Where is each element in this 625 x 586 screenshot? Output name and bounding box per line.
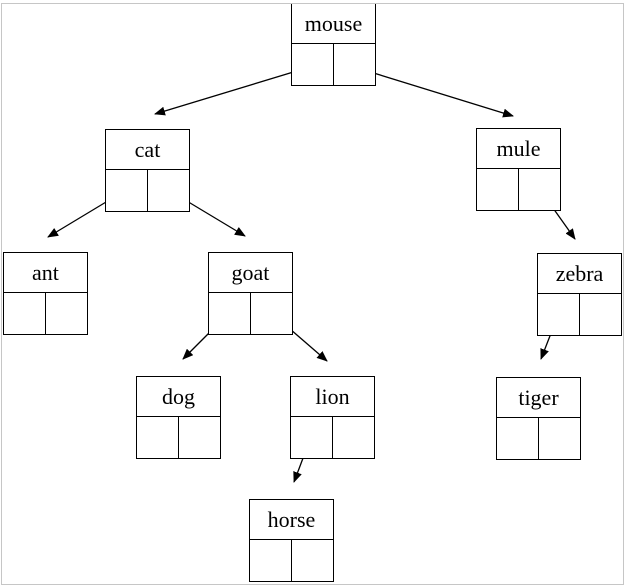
- edge-mouse-left-to-cat: [154, 65, 312, 116]
- node-label: zebra: [538, 254, 621, 294]
- node-label: cat: [106, 130, 189, 170]
- left-pointer-cell: [292, 44, 333, 85]
- tree-node-zebra: zebra: [537, 253, 622, 336]
- node-label: mule: [477, 129, 560, 169]
- tree-node-mule: mule: [476, 128, 561, 211]
- left-pointer-cell: [538, 294, 579, 335]
- page-border-frame: [1, 3, 624, 585]
- right-pointer-cell: [332, 417, 374, 458]
- right-pointer-cell: [250, 293, 292, 334]
- left-pointer-cell: [209, 293, 250, 334]
- tree-node-tiger: tiger: [496, 377, 581, 460]
- node-label: lion: [291, 377, 374, 417]
- node-pointer-cells: [538, 294, 621, 335]
- right-pointer-cell: [147, 170, 189, 211]
- node-label: dog: [137, 377, 220, 417]
- node-label: goat: [209, 253, 292, 293]
- tree-node-cat: cat: [105, 129, 190, 212]
- tree-node-ant: ant: [3, 252, 88, 335]
- node-label: horse: [250, 500, 333, 540]
- node-pointer-cells: [292, 44, 375, 85]
- tree-node-dog: dog: [136, 376, 221, 459]
- left-pointer-cell: [250, 540, 291, 581]
- node-pointer-cells: [477, 169, 560, 210]
- right-pointer-cell: [518, 169, 560, 210]
- node-pointer-cells: [137, 417, 220, 458]
- tree-node-mouse: mouse: [291, 3, 376, 86]
- left-pointer-cell: [137, 417, 178, 458]
- right-pointer-cell: [333, 44, 375, 85]
- node-label: mouse: [292, 4, 375, 44]
- right-pointer-cell: [579, 294, 621, 335]
- right-pointer-cell: [45, 293, 87, 334]
- left-pointer-cell: [4, 293, 45, 334]
- node-pointer-cells: [106, 170, 189, 211]
- left-pointer-cell: [106, 170, 147, 211]
- node-pointer-cells: [209, 293, 292, 334]
- left-pointer-cell: [477, 169, 518, 210]
- node-label: tiger: [497, 378, 580, 418]
- edge-mouse-right-to-mule: [352, 65, 514, 118]
- node-pointer-cells: [497, 418, 580, 459]
- tree-node-horse: horse: [249, 499, 334, 582]
- left-pointer-cell: [291, 417, 332, 458]
- tree-node-goat: goat: [208, 252, 293, 335]
- right-pointer-cell: [178, 417, 220, 458]
- node-pointer-cells: [250, 540, 333, 581]
- tree-node-lion: lion: [290, 376, 375, 459]
- right-pointer-cell: [291, 540, 333, 581]
- right-pointer-cell: [538, 418, 580, 459]
- node-pointer-cells: [291, 417, 374, 458]
- node-label: ant: [4, 253, 87, 293]
- node-pointer-cells: [4, 293, 87, 334]
- left-pointer-cell: [497, 418, 538, 459]
